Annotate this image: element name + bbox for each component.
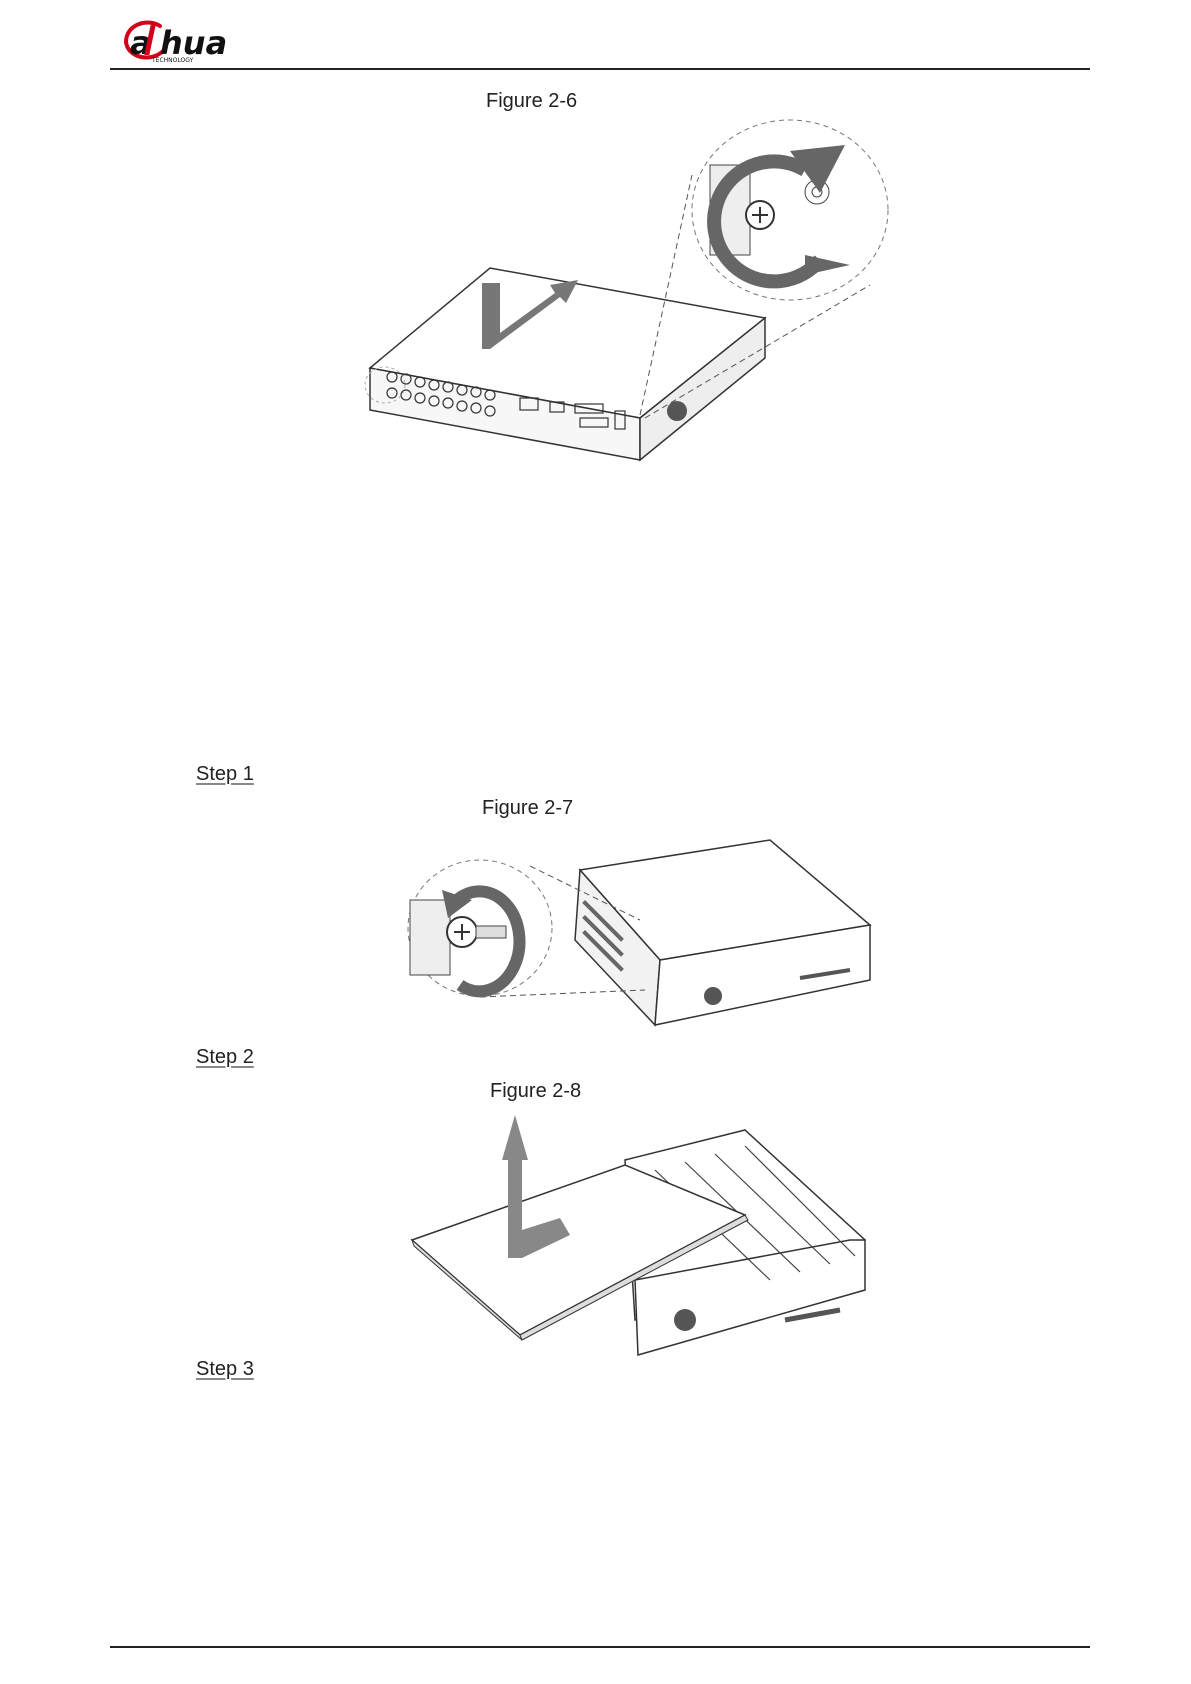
figure-2-8-caption: Figure 2-8 <box>490 1080 581 1103</box>
figure-2-6-illustration <box>350 115 930 475</box>
step-3-label: Step 3 <box>196 1358 254 1381</box>
step-2-label: Step 2 <box>196 1046 254 1069</box>
dahua-logo: a hua TECHNOLOGY <box>122 14 262 64</box>
dahua-logo-mark: a hua TECHNOLOGY <box>122 14 262 64</box>
footer-rule <box>110 1646 1090 1648</box>
figure-2-7-caption: Figure 2-7 <box>482 797 573 820</box>
figure-2-7-illustration <box>400 830 880 1030</box>
step-1-label: Step 1 <box>196 763 254 786</box>
logo-tagline: TECHNOLOGY <box>151 57 194 64</box>
figure-2-6-caption: Figure 2-6 <box>486 90 577 113</box>
header-rule <box>110 68 1090 70</box>
figure-2-8-illustration <box>410 1110 870 1360</box>
